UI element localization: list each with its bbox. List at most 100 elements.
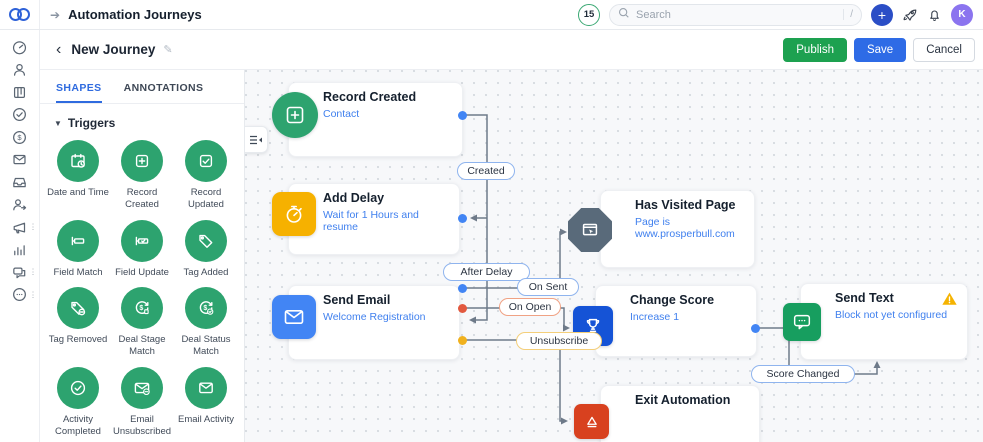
rename-pencil-icon[interactable]: ✎ xyxy=(163,44,173,56)
svg-text:$: $ xyxy=(203,305,207,312)
branch-pill-unsubscribe[interactable]: Unsubscribe xyxy=(516,332,602,350)
deal-status-icon: $ xyxy=(185,287,227,330)
rail-analytics-bars-icon[interactable] xyxy=(0,239,39,262)
field-match-icon xyxy=(57,219,99,262)
mail-activity-icon xyxy=(185,366,227,409)
publish-button[interactable]: Publish xyxy=(783,37,847,62)
global-search[interactable]: / xyxy=(609,3,862,26)
send-email-envelope-icon xyxy=(272,295,316,339)
trial-days-badge[interactable]: 15 xyxy=(578,3,600,26)
branch-pill-score-changed[interactable]: Score Changed xyxy=(751,365,855,383)
branch-pill-on-sent[interactable]: On Sent xyxy=(517,278,579,296)
back-button[interactable]: ‹ xyxy=(56,40,62,58)
journey-header: ‹ New Journey ✎ Publish Save Cancel xyxy=(40,30,983,70)
svg-text:$: $ xyxy=(17,133,22,142)
rail-item-menu-dots[interactable]: ⋮ xyxy=(29,222,37,232)
cancel-button[interactable]: Cancel xyxy=(913,37,975,62)
port-on-open[interactable] xyxy=(457,303,467,313)
rail-social-smiley-icon[interactable]: ⋮ xyxy=(0,284,39,307)
port-on-sent[interactable] xyxy=(457,283,467,293)
trigger-field-update[interactable]: Field Update xyxy=(110,219,174,279)
trigger-record-updated[interactable]: Record Updated xyxy=(174,140,238,212)
trigger-email-unsubscribed[interactable]: Email Unsubscribed xyxy=(110,366,174,439)
journey-actions: Publish Save Cancel xyxy=(783,37,975,62)
trigger-tag-removed[interactable]: Tag Removed xyxy=(46,287,110,359)
save-button[interactable]: Save xyxy=(853,37,907,62)
rail-item-menu-dots[interactable]: ⋮ xyxy=(29,267,37,277)
rail-pipeline-kanban-icon[interactable] xyxy=(0,81,39,104)
notifications-bell-icon[interactable] xyxy=(927,7,942,23)
node-title: Send Text xyxy=(835,291,894,305)
node-send-text[interactable]: Send Text Block not yet configured xyxy=(800,283,968,360)
svg-text:$: $ xyxy=(139,305,143,312)
trigger-email-activity[interactable]: Email Activity xyxy=(174,366,238,439)
triggers-section-label: Triggers xyxy=(67,116,116,130)
node-subtitle: Wait for 1 Hours and resume xyxy=(323,209,419,233)
whats-new-rocket-icon[interactable] xyxy=(902,7,918,23)
rail-tasks-check-icon[interactable] xyxy=(0,104,39,127)
topbar-actions: 15 / + K xyxy=(578,3,983,26)
quick-add-button[interactable]: + xyxy=(871,3,893,26)
top-bar: ➔ Automation Journeys 15 / + K xyxy=(0,0,983,30)
port-add-delay-out[interactable] xyxy=(457,213,467,223)
search-icon xyxy=(618,6,630,24)
field-update-icon xyxy=(121,219,163,262)
exit-automation-triangle-icon xyxy=(574,404,609,439)
rail-campaigns-megaphone-icon[interactable]: ⋮ xyxy=(0,216,39,239)
trigger-tag-added[interactable]: Tag Added xyxy=(174,219,238,279)
node-title: Exit Automation xyxy=(635,393,731,407)
caret-down-icon: ▼ xyxy=(54,118,62,128)
trigger-activity-completed[interactable]: Activity Completed xyxy=(46,366,110,439)
user-avatar[interactable]: K xyxy=(951,3,973,26)
branch-pill-created[interactable]: Created xyxy=(457,162,515,180)
port-record-created-out[interactable] xyxy=(457,110,467,120)
trigger-deal-status-match[interactable]: $ Deal Status Match xyxy=(174,287,238,359)
rail-email-icon[interactable] xyxy=(0,149,39,172)
rail-inbox-icon[interactable] xyxy=(0,171,39,194)
tab-shapes[interactable]: SHAPES xyxy=(56,82,102,103)
trigger-record-created[interactable]: Record Created xyxy=(110,140,174,212)
rail-dashboard-gauge-icon[interactable] xyxy=(0,36,39,59)
node-send-email[interactable]: Send Email Welcome Registration xyxy=(288,285,460,360)
nav-forward-arrow-icon[interactable]: ➔ xyxy=(50,7,61,22)
square-plus-icon xyxy=(121,140,163,182)
shapes-panel: SHAPES ANNOTATIONS ▼ Triggers Date and T… xyxy=(40,70,245,442)
send-text-chat-icon xyxy=(783,303,821,341)
journey-canvas[interactable]: Record Created Contact Add Delay Wait fo… xyxy=(245,70,983,442)
port-change-score-out[interactable] xyxy=(750,323,760,333)
has-visited-page-browser-icon xyxy=(568,208,612,252)
triggers-grid: Date and Time Record Created Record Upda… xyxy=(40,138,244,440)
rail-deals-dollar-icon[interactable]: $ xyxy=(0,126,39,149)
journey-title: New Journey xyxy=(71,42,156,57)
node-add-delay[interactable]: Add Delay Wait for 1 Hours and resume xyxy=(288,183,460,255)
node-title: Change Score xyxy=(630,293,715,307)
trigger-field-match[interactable]: Field Match xyxy=(46,219,110,279)
triggers-section-toggle[interactable]: ▼ Triggers xyxy=(40,104,244,138)
rail-item-menu-dots[interactable]: ⋮ xyxy=(29,290,37,300)
app-logo[interactable] xyxy=(0,0,40,29)
search-input[interactable] xyxy=(636,8,838,21)
node-title: Record Created xyxy=(323,90,417,104)
rail-conversations-chat-icon[interactable]: ⋮ xyxy=(0,261,39,284)
port-unsubscribe[interactable] xyxy=(457,335,467,345)
node-subtitle: Contact xyxy=(323,108,360,120)
app-sidebar-rail: $ ⋮ ⋮ ⋮ xyxy=(0,30,40,442)
rail-contact-export-icon[interactable] xyxy=(0,194,39,217)
trigger-deal-stage-match[interactable]: $ Deal Stage Match xyxy=(110,287,174,359)
node-change-score[interactable]: Change Score Increase 1 xyxy=(595,285,757,357)
rail-contacts-icon[interactable] xyxy=(0,59,39,82)
node-subtitle: Increase 1 xyxy=(630,311,680,323)
node-subtitle: Page is www.prosperbull.com xyxy=(635,216,735,240)
branch-pill-on-open[interactable]: On Open xyxy=(499,298,561,316)
node-exit-automation[interactable]: Exit Automation xyxy=(600,385,760,442)
trigger-date-and-time[interactable]: Date and Time xyxy=(46,140,110,212)
record-created-square-plus-icon xyxy=(272,92,318,138)
tab-annotations[interactable]: ANNOTATIONS xyxy=(123,82,204,94)
deal-stage-icon: $ xyxy=(121,287,163,330)
branch-pill-after-delay[interactable]: After Delay xyxy=(443,263,530,281)
panel-tabs: SHAPES ANNOTATIONS xyxy=(40,70,244,104)
add-delay-stopwatch-icon xyxy=(272,192,316,236)
node-has-visited-page[interactable]: Has Visited Page Page is www.prosperbull… xyxy=(600,190,755,268)
panel-collapse-toggle[interactable] xyxy=(245,126,268,153)
